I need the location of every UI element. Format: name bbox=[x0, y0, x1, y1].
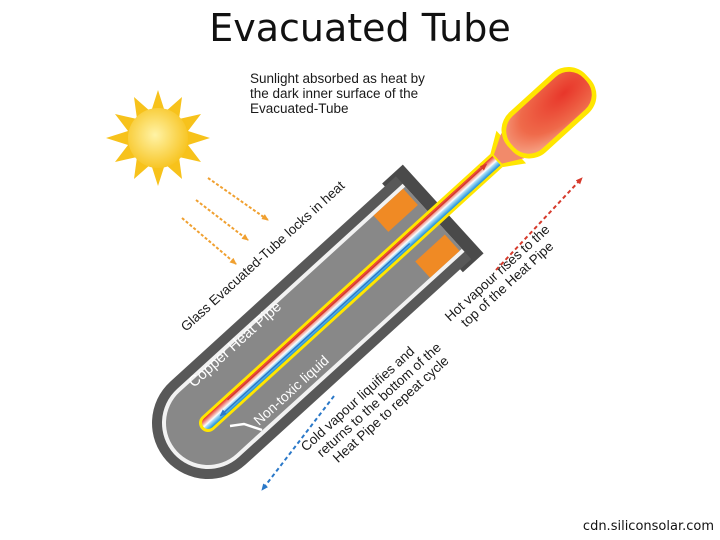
hot-vapour-arrow-icon bbox=[226, 163, 488, 401]
liquid-pointer bbox=[229, 422, 263, 432]
cold-liquid-arrow-icon bbox=[261, 395, 335, 491]
source-credit: cdn.siliconsolar.com bbox=[582, 519, 714, 534]
cold-liquid-arrow-icon bbox=[219, 242, 411, 417]
copper-heat-pipe bbox=[199, 130, 527, 432]
evacuated-tube bbox=[152, 67, 597, 479]
insulation-block-bottom bbox=[415, 234, 460, 278]
insulation-block-top bbox=[373, 188, 418, 232]
sun-icon bbox=[106, 90, 210, 186]
sunlight-ray-arrow-icon bbox=[181, 177, 269, 265]
slide-title: Evacuated Tube bbox=[209, 6, 511, 50]
heat-pipe-condenser-bulb bbox=[501, 67, 597, 159]
sunlight-label: Sunlight absorbed as heat by the dark in… bbox=[250, 71, 429, 116]
